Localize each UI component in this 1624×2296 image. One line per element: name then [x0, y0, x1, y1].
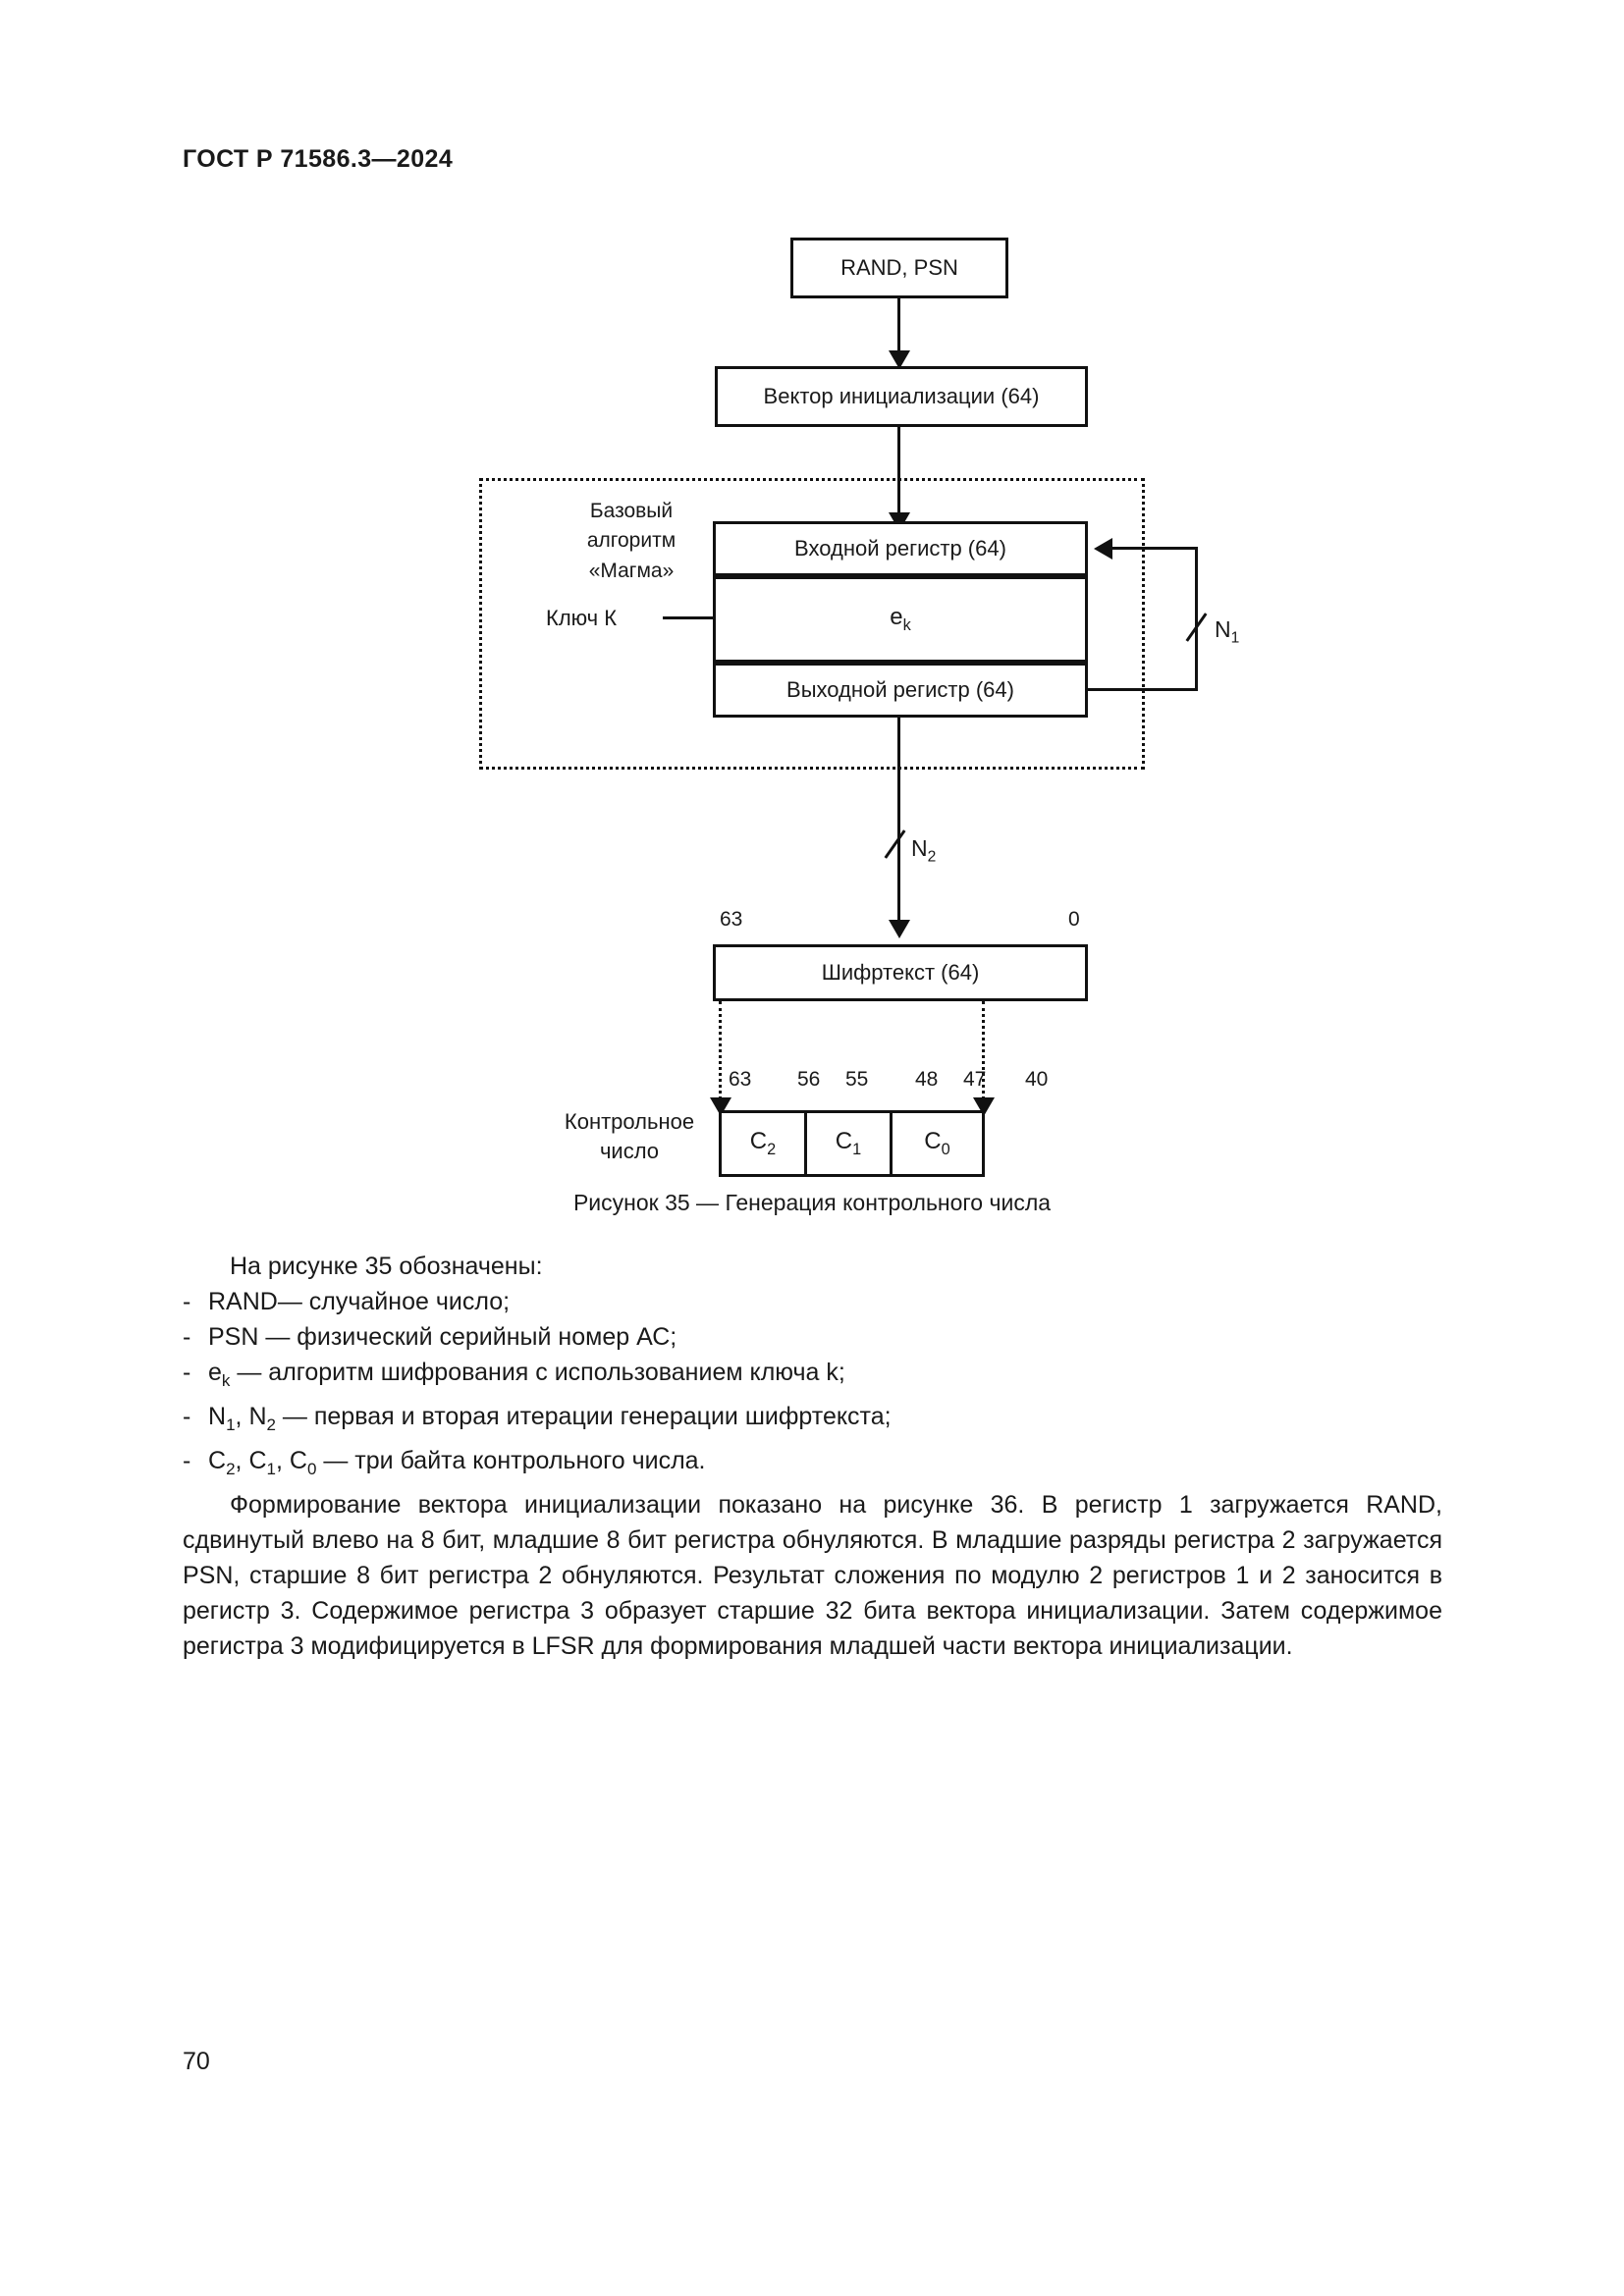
arrowhead-rand-to-iv — [889, 350, 910, 369]
node-rand-psn-label: RAND, PSN — [840, 254, 958, 280]
control-bit-40: 40 — [1025, 1068, 1049, 1091]
control-byte-c0: C0 — [890, 1110, 985, 1177]
magma-caption: Базовый алгоритм «Магма» — [538, 497, 725, 586]
projection-line-left — [719, 1001, 722, 1111]
key-input-label: Ключ К — [546, 606, 618, 630]
node-cipher-function: ek — [713, 576, 1088, 663]
definition-item-psn: -PSN — физический серийный номер АС; — [183, 1319, 1442, 1355]
control-bit-47: 47 — [963, 1068, 987, 1091]
feedback-wire-vertical — [1195, 547, 1198, 691]
node-rand-psn: RAND, PSN — [790, 238, 1008, 298]
wire-label-n1: N1 — [1215, 616, 1240, 647]
control-byte-c1: C1 — [804, 1110, 893, 1177]
magma-caption-line-2: алгоритм — [586, 529, 677, 553]
intro-line: На рисунке 35 обозначены: — [230, 1253, 543, 1280]
list-dash: - — [183, 1323, 191, 1351]
control-bit-48: 48 — [915, 1068, 939, 1091]
list-dash: - — [183, 1447, 191, 1474]
connector-key-to-cipher — [663, 616, 724, 619]
ciphertext-bit-lsb: 0 — [1068, 908, 1080, 931]
control-bit-56: 56 — [797, 1068, 821, 1091]
control-byte-c0-label: C0 — [924, 1128, 950, 1158]
connector-iv-to-input-register — [897, 427, 900, 520]
ciphertext-bit-msb: 63 — [720, 908, 743, 931]
definition-desc-ek: — алгоритм шифрования с использованием к… — [230, 1359, 845, 1386]
node-initialization-vector: Вектор инициализации (64) — [715, 366, 1088, 427]
node-cipher-function-label: ek — [890, 603, 911, 634]
body-text-block: На рисунке 35 обозначены: -RAND— случайн… — [183, 1249, 1442, 1664]
connector-rand-to-iv — [897, 298, 900, 357]
definition-item-n: -N1, N2 — первая и вторая итерации генер… — [183, 1399, 1442, 1443]
node-input-register-label: Входной регистр (64) — [794, 535, 1006, 561]
definition-desc-c: — три байта контрольного числа. — [316, 1447, 706, 1474]
feedback-wire-bottom — [1088, 688, 1198, 691]
control-number-label-line-1: Контрольное — [564, 1109, 695, 1134]
body-paragraph: Формирование вектора инициализации показ… — [183, 1491, 1442, 1660]
arrowhead-feedback-to-input-register — [1094, 538, 1112, 560]
iteration-tick-n2 — [884, 829, 906, 859]
feedback-wire-top — [1112, 547, 1198, 550]
node-ciphertext: Шифртекст (64) — [713, 944, 1088, 1001]
control-byte-c2-label: C2 — [749, 1128, 777, 1158]
figure-35-diagram: RAND, PSN Вектор инициализации (64) Базо… — [479, 238, 1240, 1177]
control-byte-c1-label: C1 — [835, 1128, 862, 1158]
node-ciphertext-label: Шифртекст (64) — [821, 959, 980, 985]
definition-term-ek: ek — [208, 1359, 231, 1390]
definition-desc-n: — первая и вторая итерации генерации шиф… — [275, 1403, 892, 1430]
projection-line-right — [982, 1001, 985, 1111]
list-dash: - — [183, 1288, 191, 1315]
definition-item-rand: -RAND— случайное число; — [183, 1284, 1442, 1319]
node-output-register-label: Выходной регистр (64) — [786, 676, 1014, 702]
node-initialization-vector-label: Вектор инициализации (64) — [763, 383, 1040, 408]
list-dash: - — [183, 1403, 191, 1430]
definition-item-c: -C2, C1, C0 — три байта контрольного чис… — [183, 1443, 1442, 1487]
page-number: 70 — [183, 2048, 210, 2075]
control-byte-c2: C2 — [719, 1110, 807, 1177]
node-output-register: Выходной регистр (64) — [713, 663, 1088, 718]
node-input-register: Входной регистр (64) — [713, 521, 1088, 576]
control-number-label: Контрольное число — [536, 1107, 723, 1165]
connector-output-to-ciphertext — [897, 718, 900, 934]
control-bit-55: 55 — [845, 1068, 869, 1091]
list-dash: - — [183, 1359, 191, 1386]
wire-label-n2: N2 — [911, 835, 937, 866]
definition-term-psn: PSN — [208, 1323, 259, 1351]
page-header-standard-number: ГОСТ Р 71586.3—2024 — [183, 145, 454, 173]
definition-term-c: C2, C1, C0 — [208, 1447, 317, 1478]
arrowhead-output-to-ciphertext — [889, 920, 910, 938]
definition-desc-rand: — случайное число; — [277, 1288, 511, 1315]
definition-term-n: N1, N2 — [208, 1403, 276, 1434]
magma-algorithm-frame — [479, 478, 1145, 770]
figure-35-caption: Рисунок 35 — Генерация контрольного числ… — [572, 1190, 1052, 1215]
definition-desc-psn: — физический серийный номер АС; — [258, 1323, 677, 1351]
definition-term-rand: RAND — [208, 1288, 278, 1315]
magma-caption-line-1: Базовый — [589, 500, 674, 522]
control-number-label-line-2: число — [599, 1138, 660, 1163]
control-bit-63: 63 — [729, 1068, 752, 1091]
definition-item-ek: -ek — алгоритм шифрования с использовани… — [183, 1355, 1442, 1399]
magma-caption-line-3: «Магма» — [588, 559, 675, 582]
